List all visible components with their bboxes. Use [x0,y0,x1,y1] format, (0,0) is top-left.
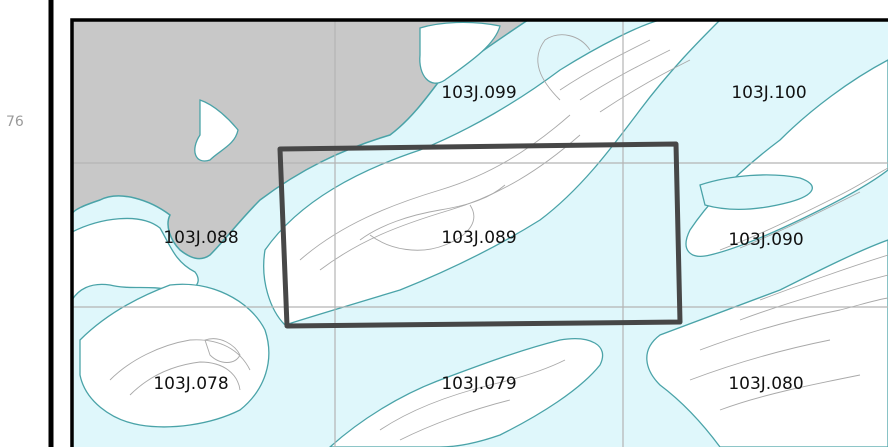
tile-labels: 103J.099 103J.100 103J.088 103J.089 103J… [153,83,806,394]
tile-label-103j-078: 103J.078 [153,374,228,394]
tile-label-103j-099: 103J.099 [441,83,516,103]
landmasses [71,19,888,447]
contours [109,34,888,441]
highlight-box [277,141,683,329]
frame-inner [70,18,888,447]
tile-label-103j-090: 103J.090 [728,230,803,250]
tile-label-103j-088: 103J.088 [163,228,238,248]
tile-grid [72,20,888,447]
page-number: 76 [6,114,24,130]
tile-label-103j-089: 103J.089 [441,228,516,248]
tile-label-103j-079: 103J.079 [441,374,516,394]
tile-label-103j-100: 103J.100 [731,83,806,103]
tile-label-103j-080: 103J.080 [728,374,803,394]
